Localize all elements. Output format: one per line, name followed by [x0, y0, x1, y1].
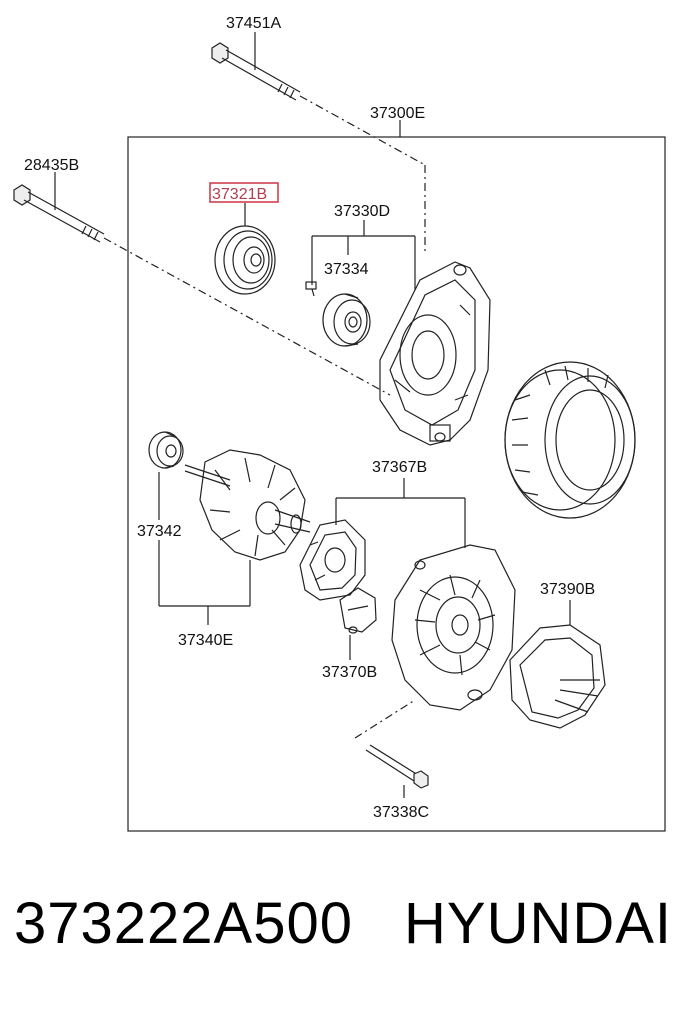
front-bracket-icon: [379, 261, 491, 446]
label-rotor: 37340E: [178, 632, 233, 649]
pulley-icon: [214, 225, 276, 295]
label-pulley: 37321B: [212, 186, 267, 203]
label-bearing-rear: 37342: [137, 523, 182, 540]
footer: 373222A500 HYUNDAI: [0, 890, 680, 990]
label-assembly: 37300E: [370, 105, 425, 122]
rear-bearing-icon: [148, 431, 184, 469]
rotor-icon: [184, 449, 311, 561]
assembly-guide-lines: [103, 95, 426, 739]
brand-name: HYUNDAI: [404, 891, 673, 956]
bolt-left-icon: [13, 184, 105, 243]
regulator-icon: [509, 600, 606, 729]
pulley-label-highlight: [209, 182, 279, 203]
label-regulator: 37390B: [540, 581, 595, 598]
rear-bracket-icon: [391, 544, 516, 711]
label-bolt-bottom: 37338C: [373, 804, 429, 821]
stator-icon: [504, 361, 636, 519]
bolt-bottom-icon: [365, 744, 429, 789]
assembly-frame: [127, 136, 666, 832]
alternator-exploded-diagram: 37451A 37300E 28435B 37321B 37330D 37334…: [13, 15, 666, 832]
label-brush-holder: 37370B: [322, 664, 377, 681]
rectifier-icon: [299, 519, 366, 601]
bolt-top-icon: [211, 42, 301, 101]
part-number: 373222A500: [14, 891, 353, 956]
front-bearing-icon: [322, 293, 371, 347]
brush-holder-icon: [339, 587, 377, 634]
label-bolt-top: 37451A: [226, 15, 281, 32]
screw-icon: [305, 281, 317, 297]
label-screw: 37334: [324, 261, 369, 278]
label-front-bracket: 37330D: [334, 203, 390, 220]
label-rear-bracket: 37367B: [372, 459, 427, 476]
label-bolt-left: 28435B: [24, 157, 79, 174]
